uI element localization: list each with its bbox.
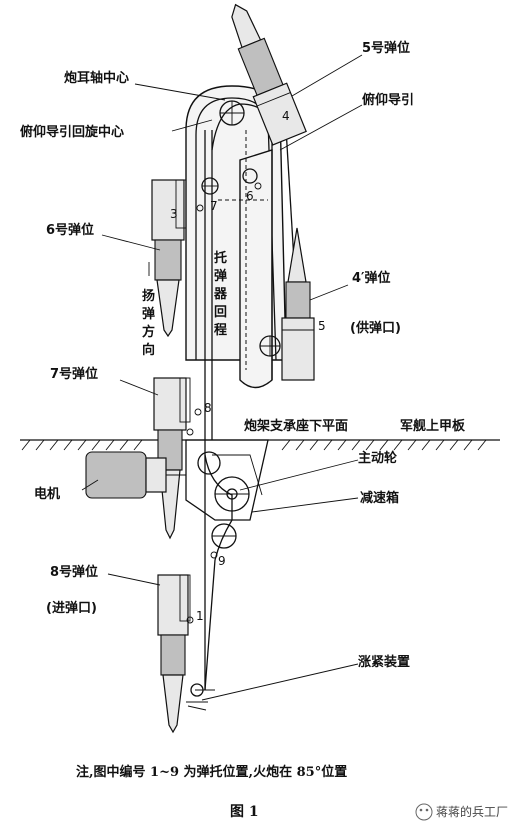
position-number-1: 1: [196, 609, 204, 623]
label-tensioner: 涨紧装置: [357, 654, 410, 670]
label-mount-plane: 炮架支承座下平面: [244, 418, 348, 434]
diagram-note: 注,图中编号 1~9 为弹托位置,火炮在 85°位置: [76, 764, 347, 780]
label-trunnion-center: 炮耳轴中心: [64, 70, 129, 86]
gearbox-frame: [185, 439, 269, 521]
motor: [85, 451, 186, 499]
round-pos8: [157, 574, 191, 734]
label-supply-port: (供弹口): [350, 320, 401, 336]
label-motor: 电机: [34, 486, 60, 502]
round-pos5: [231, 3, 307, 146]
svg-text:弹: 弹: [214, 268, 227, 284]
position-number-6: 6: [246, 189, 254, 203]
drive-wheel: [197, 451, 250, 512]
position-number-4: 4: [282, 109, 290, 123]
watermark-text: 蒋蒋的兵工厂: [436, 804, 508, 819]
position-markers: [186, 182, 262, 624]
label-deck: 军舰上甲板: [400, 418, 466, 434]
position-number-3: 3: [170, 207, 178, 221]
sprocket-middle: [242, 168, 258, 184]
round-pos6: [151, 179, 187, 338]
svg-text:扬: 扬: [142, 288, 155, 304]
label-drive-wheel: 主动轮: [358, 450, 397, 466]
label-pos8: 8号弹位: [50, 564, 98, 580]
label-pos5: 5号弹位: [362, 40, 410, 56]
round-pos4p: [281, 227, 315, 381]
label-elevation-guide-center: 俯仰导引回旋中心: [20, 124, 124, 140]
svg-text:器: 器: [213, 287, 228, 302]
tensioner-pulley: [186, 683, 208, 711]
leader-lines: [81, 54, 363, 701]
sprocket-top: [219, 100, 245, 126]
label-pos4p: 4′弹位: [352, 270, 390, 286]
svg-text:方: 方: [142, 324, 155, 340]
sprocket-supply: [259, 335, 281, 357]
position-number-7: 7: [210, 199, 218, 213]
lower-sprocket: [211, 523, 237, 549]
label-pos6: 6号弹位: [46, 222, 94, 238]
vlabel-lift-direction: 扬 弹 方 向: [142, 288, 155, 358]
watermark: 蒋蒋的兵工厂: [415, 803, 508, 821]
svg-text:回: 回: [214, 305, 227, 320]
label-elevation-guide: 俯仰导引: [362, 92, 414, 108]
position-number-5: 5: [318, 319, 326, 333]
label-gearbox: 减速箱: [360, 490, 399, 506]
svg-text:托: 托: [214, 250, 227, 266]
label-feed-port: (进弹口): [46, 600, 97, 616]
figure-caption: 图 1: [230, 804, 259, 820]
deck-line: [20, 439, 500, 451]
position-number-8: 8: [204, 401, 212, 415]
position-number-9: 9: [218, 554, 226, 568]
label-pos7: 7号弹位: [50, 366, 98, 382]
hoist-housing: [185, 85, 301, 389]
vlabel-tray-loop: 托 弹 器 回 程: [213, 250, 228, 338]
svg-text:弹: 弹: [142, 306, 155, 322]
svg-text:程: 程: [214, 323, 227, 338]
sprocket-upper-left: [201, 177, 219, 195]
svg-text:向: 向: [142, 342, 155, 358]
